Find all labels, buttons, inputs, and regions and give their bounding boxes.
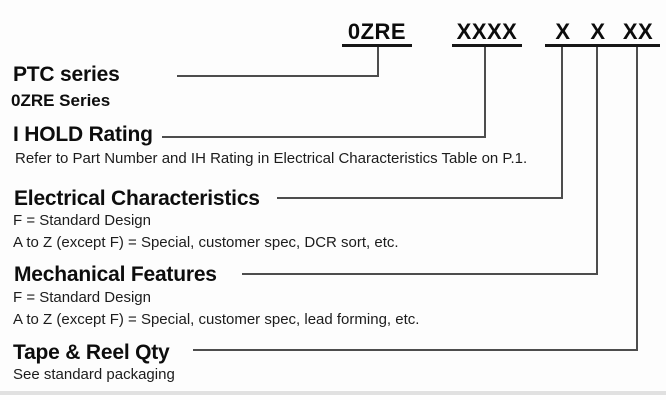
part-code-mechanical: X — [590, 19, 606, 44]
section-text-ptc-series: 0ZRE Series — [11, 91, 111, 110]
connector-electrical-vline — [561, 47, 563, 199]
connector-series-hline — [177, 75, 379, 77]
section-text-mechanical-2: A to Z (except F) = Special, customer sp… — [13, 311, 420, 328]
part-code-suffix-group: X X XX — [545, 20, 660, 47]
section-title-ptc-series: PTC series — [13, 63, 120, 86]
section-title-ihold-rating: I HOLD Rating — [13, 123, 153, 146]
connector-series-vline — [377, 47, 379, 77]
section-text-ihold-rating: Refer to Part Number and IH Rating in El… — [15, 150, 528, 167]
connector-electrical-hline — [277, 197, 563, 199]
section-title-mechanical: Mechanical Features — [14, 263, 217, 286]
connector-mechanical-vline — [596, 47, 598, 275]
section-text-electrical-1: F = Standard Design — [13, 212, 151, 229]
connector-ihold-hline — [162, 136, 486, 138]
connector-ihold-vline — [484, 47, 486, 138]
connector-mechanical-hline — [242, 273, 598, 275]
section-title-tape-reel: Tape & Reel Qty — [13, 341, 170, 364]
bottom-page-divider — [0, 391, 666, 395]
section-text-mechanical-1: F = Standard Design — [13, 289, 151, 306]
part-code-electrical: X — [555, 19, 571, 44]
section-text-tape-reel: See standard packaging — [13, 366, 175, 383]
part-code-tape-reel: XX — [622, 19, 654, 44]
part-code-ihold: XXXX — [452, 20, 522, 47]
part-code-series: 0ZRE — [342, 20, 412, 47]
connector-tape-reel-hline — [193, 349, 638, 351]
section-title-electrical: Electrical Characteristics — [14, 187, 260, 210]
connector-tape-reel-vline — [636, 47, 638, 351]
section-text-electrical-2: A to Z (except F) = Special, customer sp… — [13, 234, 399, 251]
